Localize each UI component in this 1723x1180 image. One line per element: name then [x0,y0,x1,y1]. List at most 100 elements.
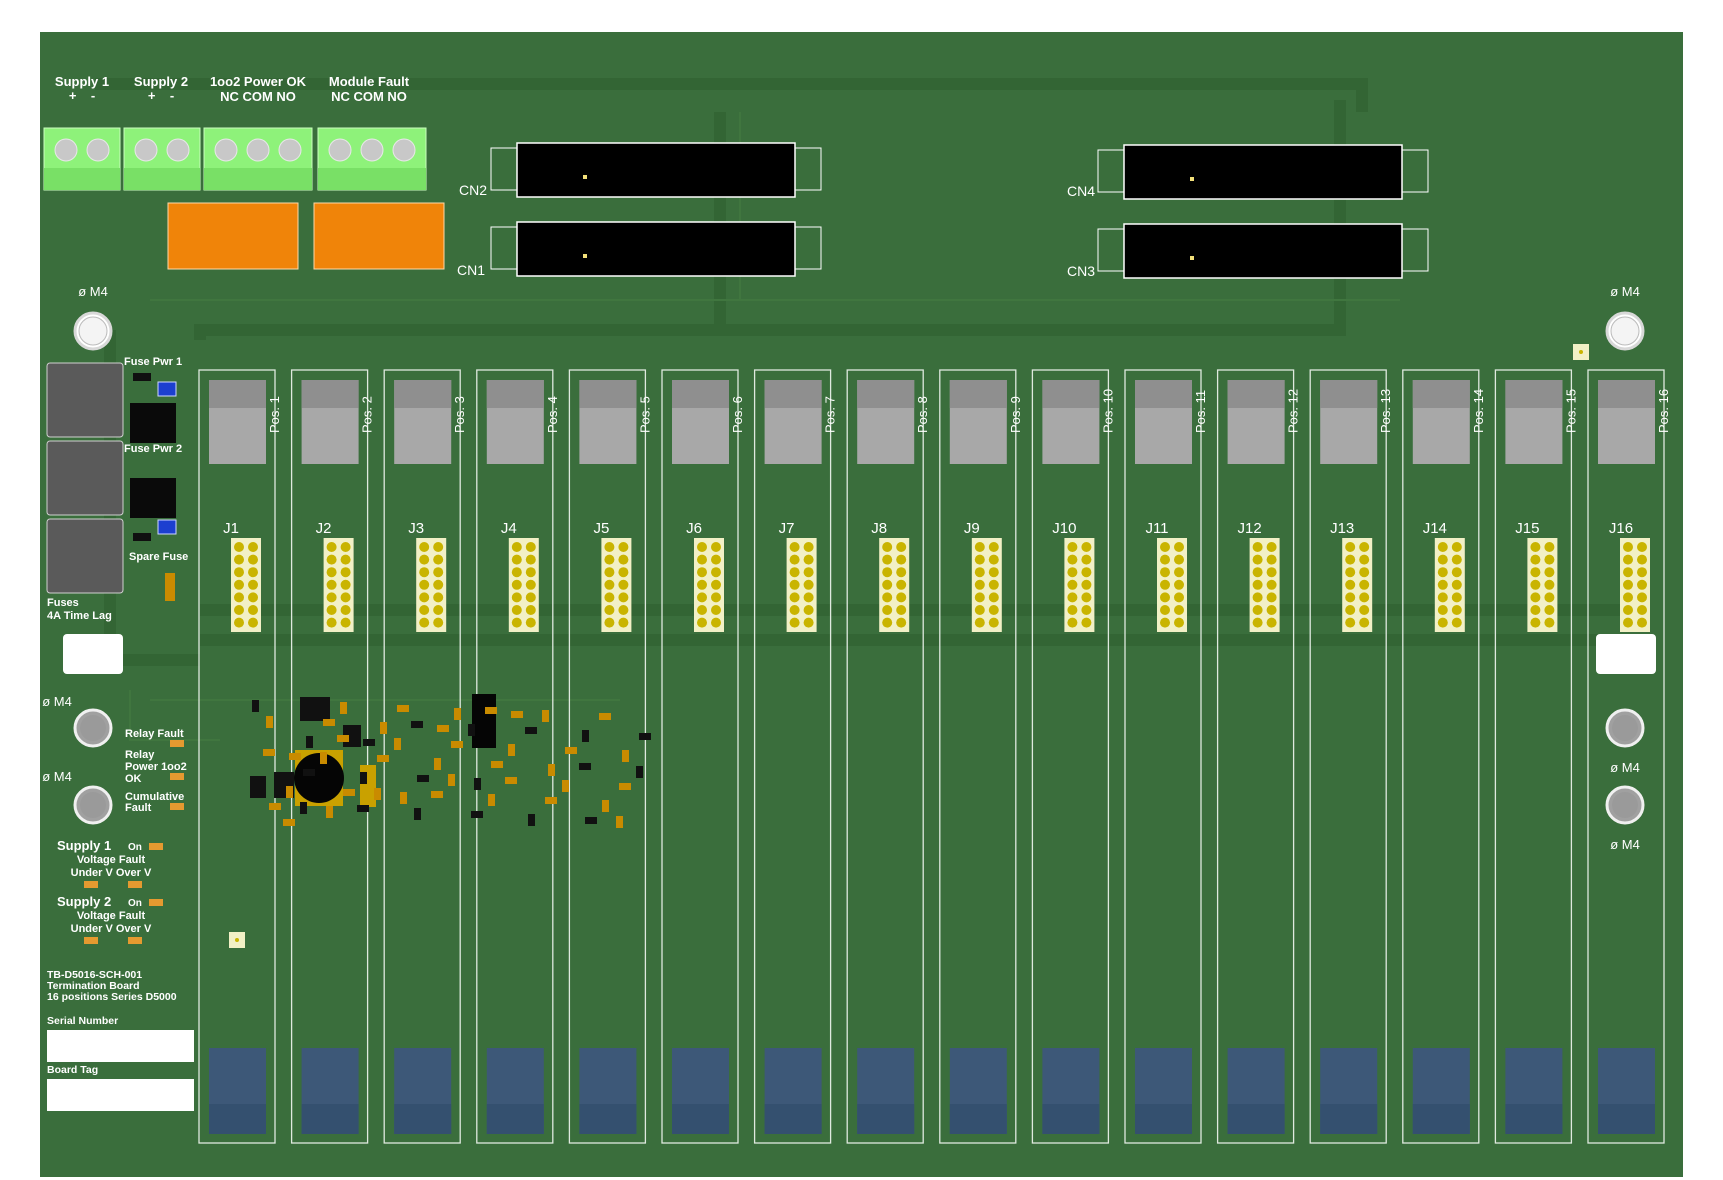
header-pin [1174,592,1184,603]
smd-component [488,794,495,806]
header-pin [1637,567,1647,578]
slot-11: Pos. 11 J11 [1124,369,1208,1144]
smd-component [505,777,517,784]
slot-latch-bottom-shade [1042,1104,1100,1134]
header-pin [234,579,244,590]
header-pin [1530,579,1541,590]
header-pin [882,579,893,590]
header-pin [433,542,444,552]
header-pin [1530,542,1541,552]
header-pin [882,542,893,552]
header-pin [988,567,999,578]
inductor [294,753,344,803]
slot-latch-bottom-shade [1598,1104,1655,1134]
smd-component [363,739,375,746]
slot-position-label: Pos. 1 [267,396,282,433]
slot-latch-bottom-shade [301,1104,359,1134]
connector-body-4 [1123,223,1403,279]
header-pin [525,554,536,565]
header-pin [1637,617,1647,628]
header-pin [1530,617,1541,628]
terminal-blocks [43,127,427,191]
header-pin [789,592,800,603]
header-pin [711,554,721,565]
smd-component [545,797,557,804]
smd-component [508,744,515,756]
smd-component [340,702,347,714]
slot-position-label: Pos. 16 [1656,389,1671,433]
slot-header-label: J11 [1145,520,1168,537]
header-pin [419,554,430,565]
slot-outline [1494,369,1573,1144]
header-pin [789,554,800,565]
pin1-marker [1190,177,1194,181]
relay-power-label-3: OK [125,773,142,785]
header-pin [1623,567,1633,578]
pin1-marker [1190,256,1194,260]
header-pin [1623,592,1633,603]
header-pin [1637,592,1647,603]
header-pin [1174,617,1184,628]
header-pin [1623,617,1633,628]
header-pin [803,554,814,565]
header-pin [1623,579,1633,590]
relay-1 [167,202,299,270]
header-pin [1544,579,1555,590]
supply1-on-label: On [128,842,142,853]
header-pin [511,617,522,628]
smd-component [300,802,307,814]
fiducial-center [1579,350,1583,354]
supply1-status-label: Supply 1 [57,838,111,853]
supply2-status-label: Supply 2 [57,894,111,909]
header-pin [1345,542,1356,552]
header-pin [974,567,985,578]
smd-component [289,753,301,760]
mount-hole-label: ø M4 [42,694,72,709]
header-pin [433,605,444,615]
slot-latch-top-shade [949,380,1007,408]
header-pin [1451,567,1462,578]
smd-component [485,707,497,714]
header-pin [1067,605,1078,615]
slot-latch-top-shade [209,380,266,408]
header-pin [525,579,536,590]
header-pin [697,617,707,628]
slot-position-label: Pos. 11 [1193,390,1208,433]
smd-component [511,711,523,718]
terminal-screw [360,138,384,162]
header-pin [1160,605,1170,615]
header-pin [340,542,351,552]
header-pin [1174,554,1184,565]
mount-hole-inner [1610,316,1640,346]
header-pin [1437,592,1448,603]
header-pin [433,592,444,603]
header-pin [340,579,351,590]
mount-hole-inner [1612,792,1638,818]
terminal-base [44,168,120,190]
slot-header-label: J4 [501,520,517,537]
terminal-screw [166,138,190,162]
header-pin [1359,617,1370,628]
fuse-led-1 [157,381,177,397]
header-pin [711,567,721,578]
smd-component [636,766,643,778]
header-pin [326,592,337,603]
smd-component [565,747,577,754]
header-pin [974,542,985,552]
header-pin [1359,592,1370,603]
header-pin [697,567,707,578]
smd-component [400,792,407,804]
slot-position-label: Pos. 10 [1100,389,1115,433]
slot-latch-bottom-shade [1135,1104,1192,1134]
header-pin [525,617,536,628]
header-pin [1451,617,1462,628]
header-pin [604,579,615,590]
slot-latch-bottom-shade [209,1104,266,1134]
header-pin [882,554,893,565]
smd-component [380,722,387,734]
header-pin [697,579,707,590]
mount-hole-label: ø M4 [42,769,72,784]
smd-component [616,816,623,828]
header-pin [1530,554,1541,565]
header-pin [1252,579,1263,590]
